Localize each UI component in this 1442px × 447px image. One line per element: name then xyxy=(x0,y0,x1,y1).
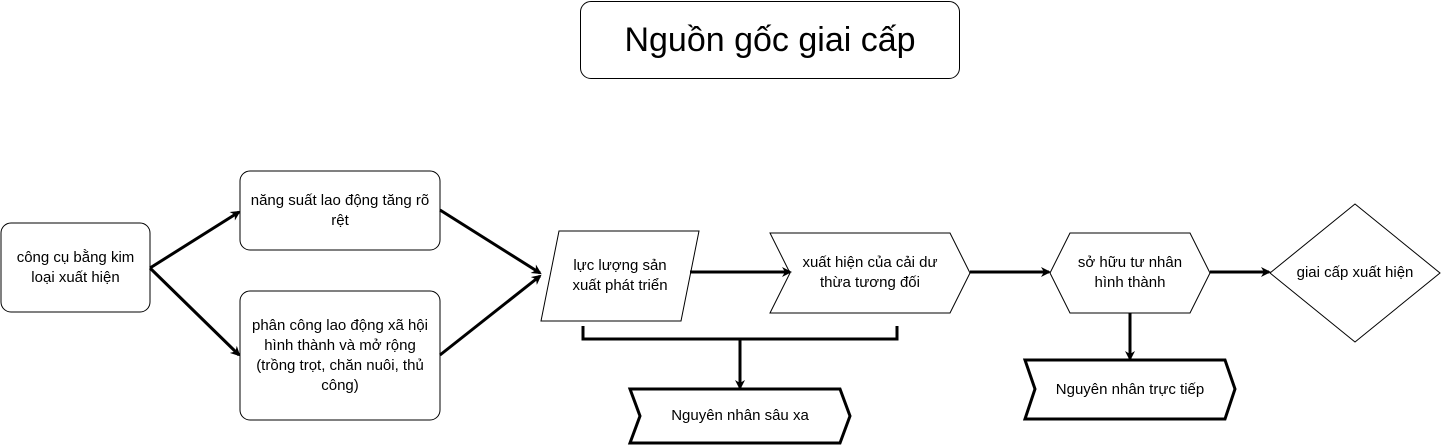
arrow-productivity-to-forces xyxy=(439,208,542,275)
node-deep-cause-label: Nguyên nhân sâu xa xyxy=(671,407,809,424)
arrow-division-to-forces xyxy=(439,274,542,357)
node-classes-appear-shape xyxy=(1269,203,1441,343)
node-private-ownership-label: sở hữu tư nhân hình thành xyxy=(1077,254,1183,291)
node-surplus-label: xuất hiện của cải dư thừa tương đối xyxy=(802,254,938,291)
node-productivity-label: năng suất lao động tăng rõ rệt xyxy=(250,191,430,229)
node-classes-appear-label: giai cấp xuất hiện xyxy=(1296,264,1414,281)
node-deep-cause-shape xyxy=(627,387,852,445)
arrow-tools-to-division xyxy=(148,266,241,357)
node-metal-tools-label: công cụ bằng kim loại xuất hiện xyxy=(16,248,135,286)
deep-cause-brace xyxy=(581,326,899,341)
node-productive-forces-label: lực lượng sản xuất phát triển xyxy=(572,257,668,294)
node-productive-forces-shape xyxy=(540,230,700,322)
diagram-title: Nguồn gốc giai cấp xyxy=(580,1,960,79)
node-direct-cause-label: Nguyên nhân trực tiếp xyxy=(1055,380,1205,398)
arrow-tools-to-productivity xyxy=(149,210,241,270)
node-division-of-labor-label: phân công lao động xã hội hình thành và … xyxy=(252,316,428,394)
node-direct-cause-shape xyxy=(1022,358,1237,421)
